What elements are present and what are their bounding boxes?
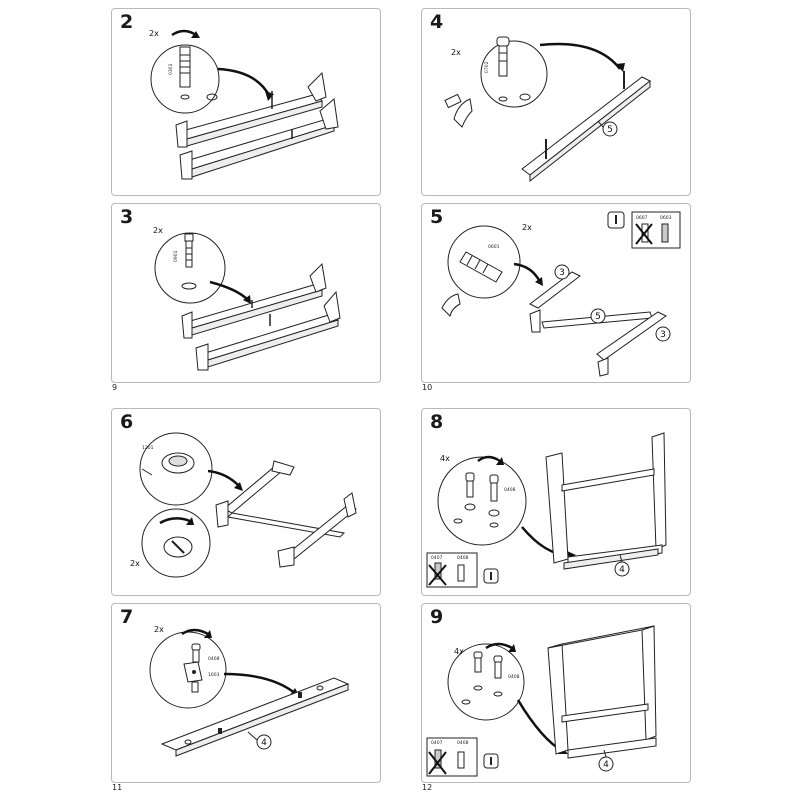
screw-icon (465, 472, 475, 482)
label: 3 (660, 330, 666, 340)
rotate-arrow-icon (477, 455, 501, 463)
side-panel (596, 311, 667, 361)
magnifier-circle (154, 232, 226, 304)
step-2-illustration: 2x 0301 (149, 29, 339, 180)
rotate-arrow-icon (181, 628, 209, 636)
side-panel (285, 504, 357, 560)
step-4-panel: 4 2x 0702 5 (421, 8, 691, 196)
screw-icon (489, 474, 499, 484)
part-badge (655, 326, 671, 342)
part-code: 0301 (168, 63, 174, 75)
quantity-label: 2x (153, 226, 163, 235)
step-9-panel: 9 4x 0408 0407 0408 4 (421, 603, 691, 783)
cam-bolt-icon (184, 233, 194, 242)
magnifier-circle (480, 40, 548, 108)
part-code: 0601 (488, 244, 500, 250)
part-badge (590, 308, 606, 324)
hand-icon (453, 98, 473, 128)
page-number: 9 (112, 383, 118, 392)
label: 5 (595, 312, 601, 322)
step-number: 5 (430, 206, 443, 228)
step-number: 3 (120, 206, 133, 228)
board-label: 4 (603, 760, 609, 770)
step-number: 7 (120, 606, 133, 628)
step-5-illustration: 2x 0601 0607 0603 3 5 3 (441, 211, 681, 377)
quantity-label: 4x (440, 454, 450, 463)
step-2-panel: 2 2x 0301 (111, 8, 381, 196)
part-code: 1603 (208, 672, 220, 678)
part-badge (602, 121, 618, 137)
part-code: 0408 (504, 487, 516, 493)
quantity-label: 2x (154, 625, 164, 634)
bottom-rail (567, 737, 657, 759)
rotate-arrow-icon (159, 517, 191, 525)
part-code: 0408 (208, 656, 220, 662)
side-panel (547, 643, 569, 755)
page-number: 10 (422, 383, 433, 392)
screw-icon (473, 651, 483, 659)
board-label: 5 (607, 125, 613, 135)
step-number: 8 (430, 411, 443, 433)
side-panel (651, 432, 667, 550)
dowel-icon (496, 36, 510, 47)
part-code: 0408 (508, 674, 520, 680)
screw-icon (191, 643, 201, 651)
step-4-illustration: 2x 0702 5 (444, 36, 651, 183)
top-rail (561, 468, 655, 492)
callout-arrow-icon (223, 672, 297, 695)
board-label: 4 (261, 738, 267, 748)
part-badge (554, 264, 570, 280)
page-number: 11 (112, 783, 123, 792)
step-number: 4 (430, 11, 443, 33)
part-badge (256, 734, 272, 750)
ref-code: 0408 (457, 555, 469, 561)
ref-code: 0407 (431, 740, 443, 746)
magnifier-circle (437, 456, 527, 546)
screw-icon (493, 655, 503, 663)
step-7-illustration: 2x 0408 1603 4 (149, 625, 350, 757)
side-panel (223, 466, 283, 514)
step-number: 6 (120, 411, 133, 433)
step-6-panel: 6 1201 2x (111, 408, 381, 596)
quantity-label: 4x (454, 647, 464, 656)
quantity-label: 2x (130, 559, 140, 568)
step-3-panel: 3 2x 0901 (111, 203, 381, 383)
label: 3 (559, 268, 565, 278)
step-number: 2 (120, 11, 133, 33)
ref-code: 0603 (660, 215, 672, 221)
step-7-panel: 7 2x 0408 1603 4 (111, 603, 381, 783)
board-label: 4 (619, 565, 625, 575)
page-number: 12 (422, 783, 433, 792)
step-8-illustration: 4x 0408 0407 0408 4 (426, 432, 667, 588)
side-panel (641, 625, 657, 741)
rotate-arrow-icon (485, 642, 513, 650)
quantity-label: 2x (522, 223, 532, 232)
rotate-arrow-icon (171, 29, 197, 37)
ref-code: 0607 (636, 215, 648, 221)
ref-code: 0408 (457, 740, 469, 746)
quantity-label: 2x (149, 29, 159, 38)
step-8-panel: 8 4x 0408 0407 0408 4 (421, 408, 691, 596)
arrow-head-icon (191, 31, 200, 38)
ref-code: 0407 (431, 555, 443, 561)
step-5-panel: 5 2x 0601 0607 0603 3 5 3 (421, 203, 691, 383)
part-code: 0901 (173, 250, 179, 262)
magnifier-circle (447, 643, 525, 721)
step-9-illustration: 4x 0408 0407 0408 4 (426, 625, 657, 777)
callout-arrow-icon (217, 67, 272, 98)
side-panel (545, 452, 569, 564)
step-6-illustration: 1201 2x (130, 432, 357, 578)
step-3-illustration: 2x 0901 (153, 226, 341, 371)
step-number: 9 (430, 606, 443, 628)
callout-arrow-icon (207, 469, 241, 488)
part-code: 1201 (142, 445, 154, 451)
part-code: 0702 (484, 61, 490, 73)
top-panel (547, 625, 655, 649)
middle-rail (561, 703, 649, 723)
callout-arrow-icon (539, 42, 621, 70)
side-panel (529, 271, 581, 309)
quantity-label: 2x (451, 48, 461, 57)
hand-icon (441, 293, 461, 317)
